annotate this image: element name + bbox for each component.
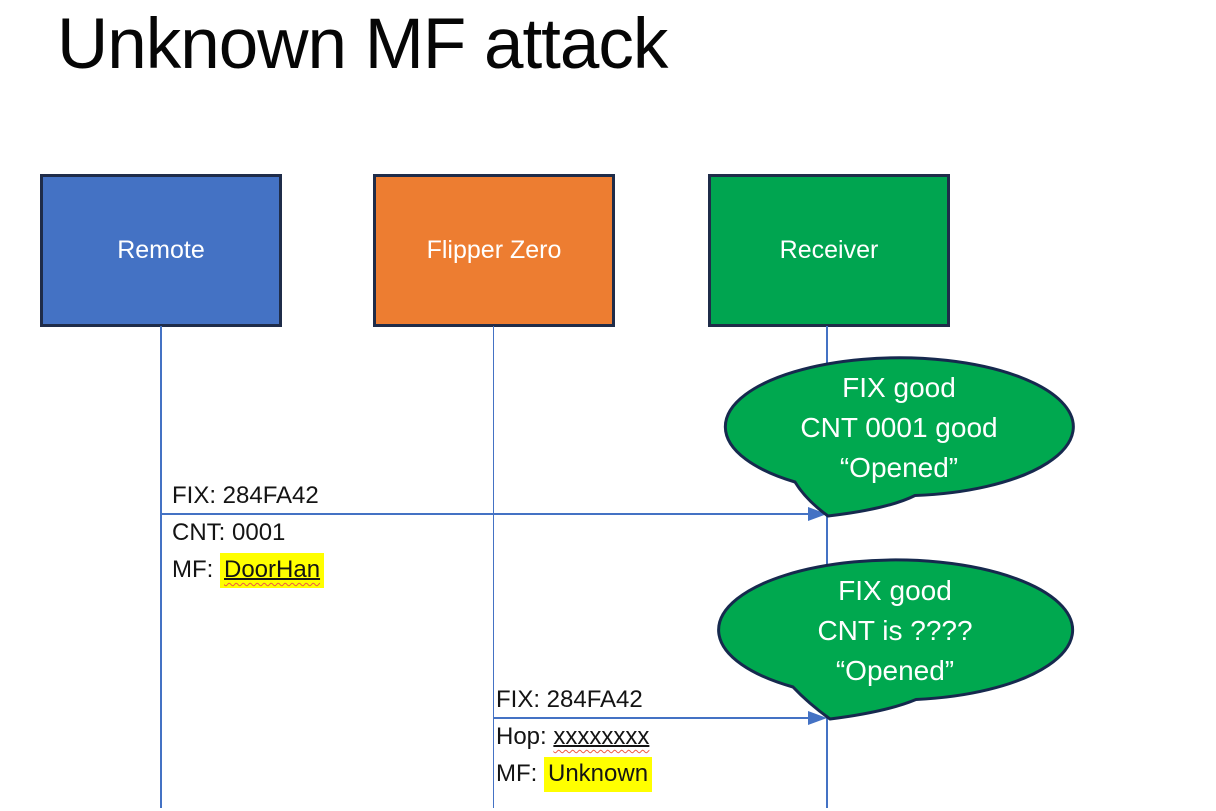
message2-line-mf: MF: Unknown [496,755,653,792]
actor-label-remote: Remote [117,236,205,264]
actor-box-receiver: Receiver [708,174,950,327]
message2-line-hop: Hop: xxxxxxxx [496,723,650,750]
actor-box-remote: Remote [40,174,282,327]
callout1-text: FIX good CNT 0001 good “Opened” [739,368,1059,488]
message1-line-fix: FIX: 284FA42 [172,482,319,509]
slide-title: Unknown MF attack [57,5,668,84]
underlined-hop-code: xxxxxxxx [553,723,650,750]
message2-line-fix: FIX: 284FA42 [496,686,643,713]
message1-line-cnt: CNT: 0001 [172,519,286,546]
callout2-text: FIX good CNT is ???? “Opened” [735,571,1055,691]
message1-line-mf: MF: DoorHan [172,551,325,588]
callout2-line1: FIX good [838,575,952,606]
lifeline-remote [160,326,162,808]
message2-arrow-line [493,717,809,719]
message1-arrow-line [161,513,809,515]
actor-box-flipper-zero: Flipper Zero [373,174,615,327]
callout1-line3: “Opened” [839,452,959,483]
actor-label-flipper-zero: Flipper Zero [426,236,562,264]
actor-label-receiver: Receiver [779,236,879,264]
highlighted-unknown: Unknown [544,757,653,792]
callout2-line2: CNT is ???? [817,615,973,646]
callout1-line2: CNT 0001 good [800,412,998,443]
lifeline-flipper-zero [492,326,494,808]
message2-arrowhead-icon [808,711,827,725]
callout2-line3: “Opened” [835,655,955,686]
message1-labels: FIX: 284FA42 CNT: 0001 MF: DoorHan [172,477,325,588]
message1-arrowhead-icon [808,507,827,521]
callout1-line1: FIX good [842,372,956,403]
highlighted-doorhan: DoorHan [220,553,325,588]
message2-labels: FIX: 284FA42 Hop: xxxxxxxx MF: Unknown [496,681,653,792]
